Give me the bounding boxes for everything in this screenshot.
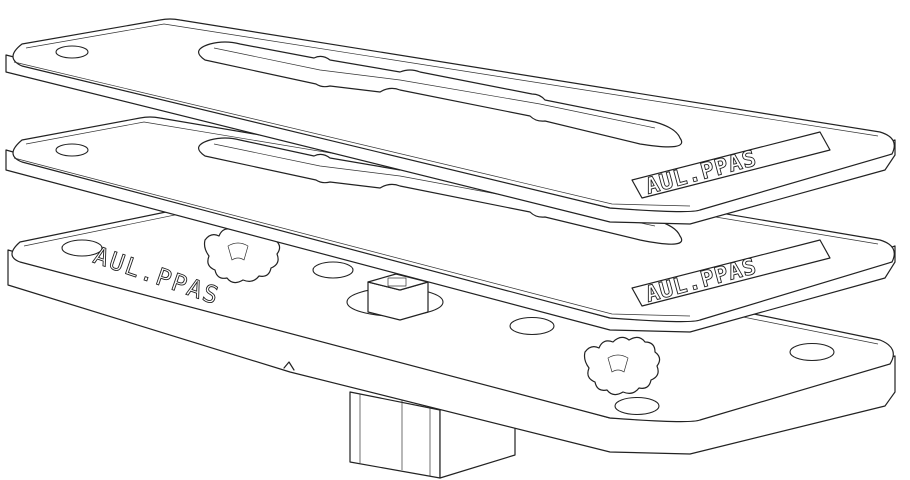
- base-hole-1: [61, 239, 103, 257]
- base-gear-cutout-right: [583, 336, 661, 396]
- base-hole-2: [312, 261, 354, 279]
- top-plate-slot: [198, 41, 683, 148]
- base-plate: AUL.PPAS: [7, 203, 896, 479]
- middle-hole-1: [55, 143, 89, 157]
- base-hole-3: [509, 316, 555, 336]
- base-center-boss: [346, 273, 444, 321]
- base-hole-5: [614, 396, 660, 416]
- top-plate: AUL.PPAS: [5, 18, 896, 225]
- middle-plate: AUL.PPAS: [5, 116, 896, 333]
- top-hole-1: [55, 45, 89, 59]
- base-hole-4: [789, 342, 835, 362]
